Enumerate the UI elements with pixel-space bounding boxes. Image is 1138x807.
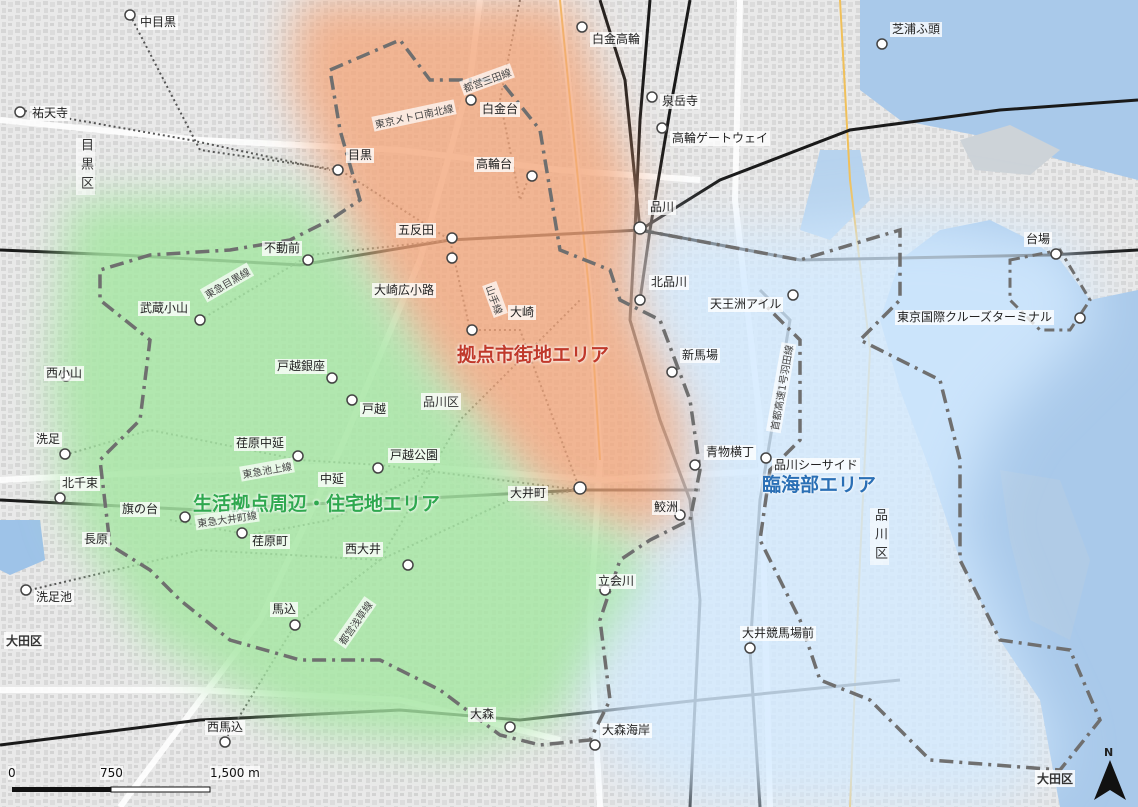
station-label-yutenji[interactable]: 祐天寺 [30, 106, 71, 121]
ward-label-ota-west: 大田区 [4, 632, 45, 649]
station-label-kitasenzoku[interactable]: 北千束 [60, 476, 101, 491]
station-label-meguro[interactable]: 目黒 [346, 148, 375, 163]
hub-area-fill [290, 0, 700, 540]
ward-label-ota-east: 大田区 [1035, 770, 1076, 787]
station-label-shinagawa[interactable]: 品川 [648, 200, 677, 215]
station-label-nishimagome[interactable]: 西馬込 [205, 720, 246, 735]
hub-area-label: 拠点市街地エリア [457, 344, 610, 366]
station-label-hatanodai[interactable]: 旗の台 [120, 502, 161, 517]
waterfront-area-fill [580, 215, 1100, 807]
canal-water [800, 150, 870, 240]
station-label-nishioi[interactable]: 西大井 [343, 542, 384, 557]
station-label-togoshiginza[interactable]: 戸越銀座 [275, 359, 328, 374]
station-label-nakanobu[interactable]: 中延 [318, 472, 347, 487]
scale-bar-graphic [12, 786, 211, 793]
senzokuike-pond [0, 520, 45, 575]
station-label-senzokuike[interactable]: 洗足池 [34, 590, 75, 605]
station-label-shirokanetakanawa[interactable]: 白金高輪 [590, 32, 643, 47]
inner-water [1000, 470, 1090, 640]
station-label-musashikoyama[interactable]: 武蔵小山 [138, 301, 191, 316]
scale-label-0: 0 [8, 766, 16, 780]
north-arrow-icon [1094, 760, 1126, 800]
station-label-nishikoyama[interactable]: 西小山 [44, 366, 85, 381]
scale-segment [110, 786, 211, 793]
waterfront-boundary [639, 227, 1103, 772]
station-label-ebaranakanobu[interactable]: 荏原中延 [234, 436, 287, 451]
station-label-takanawa-gateway[interactable]: 高輪ゲートウェイ [670, 131, 771, 146]
station-label-nagahara[interactable]: 長原 [82, 532, 111, 547]
area-overlays [50, 0, 1100, 807]
shinagawa-ward-boundary [98, 37, 702, 747]
station-label-nakameguro[interactable]: 中目黒 [138, 15, 179, 30]
station-label-omori[interactable]: 大森 [468, 707, 497, 722]
station-label-daiba[interactable]: 台場 [1024, 232, 1053, 247]
station-label-magome[interactable]: 馬込 [270, 602, 299, 617]
station-label-aomonoyokocho[interactable]: 青物横丁 [704, 445, 757, 460]
pier [960, 125, 1060, 175]
station-label-osaki[interactable]: 大崎 [508, 305, 537, 320]
station-label-oikeibajomae[interactable]: 大井競馬場前 [740, 626, 817, 641]
station-label-gotanda[interactable]: 五反田 [396, 223, 437, 238]
station-label-togoshikoen[interactable]: 戸越公園 [388, 448, 441, 463]
ward-label-meguro: 目黒区 [76, 138, 95, 195]
scale-label-1500: 1,500 m [210, 766, 260, 780]
station-label-shimbamba[interactable]: 新馬場 [680, 348, 721, 363]
station-label-tachiaigawa[interactable]: 立会川 [596, 574, 637, 589]
station-label-kitashinagawa[interactable]: 北品川 [649, 275, 690, 290]
station-label-tennozu-isle[interactable]: 天王洲アイル [708, 297, 784, 312]
station-label-sengakuji[interactable]: 泉岳寺 [660, 94, 701, 109]
station-label-shibaurafuto[interactable]: 芝浦ふ頭 [890, 22, 943, 37]
station-label-togoshi[interactable]: 戸越 [360, 402, 389, 417]
station-label-osakihirokoji[interactable]: 大崎広小路 [372, 283, 437, 298]
station-label-omorikaigan[interactable]: 大森海岸 [600, 723, 653, 738]
station-label-ebaramachi[interactable]: 荏原町 [250, 534, 291, 549]
station-label-oimachi[interactable]: 大井町 [508, 486, 549, 501]
station-label-senzoku[interactable]: 洗足 [34, 432, 63, 447]
station-label-samezu[interactable]: 鮫洲 [652, 500, 681, 515]
station-label-cruise-terminal[interactable]: 東京国際クルーズターミナル [895, 310, 1055, 325]
residential-area-fill [50, 190, 660, 750]
station-label-takanawadai[interactable]: 高輪台 [474, 157, 515, 172]
station-label-shinagawa-seaside[interactable]: 品川シーサイド [772, 458, 860, 473]
station-markers [14, 9, 1086, 751]
ward-label-shinagawa-center: 品川区 [421, 393, 462, 410]
scale-segment [12, 787, 111, 792]
north-label: N [1104, 746, 1114, 759]
scale-label-750: 750 [100, 766, 123, 780]
station-label-shirokanedai[interactable]: 白金台 [480, 102, 521, 117]
station-label-fudomae[interactable]: 不動前 [262, 241, 303, 256]
waterfront-area-label: 臨海部エリア [762, 474, 877, 496]
ward-label-shinagawa-east: 品川区 [870, 508, 889, 565]
